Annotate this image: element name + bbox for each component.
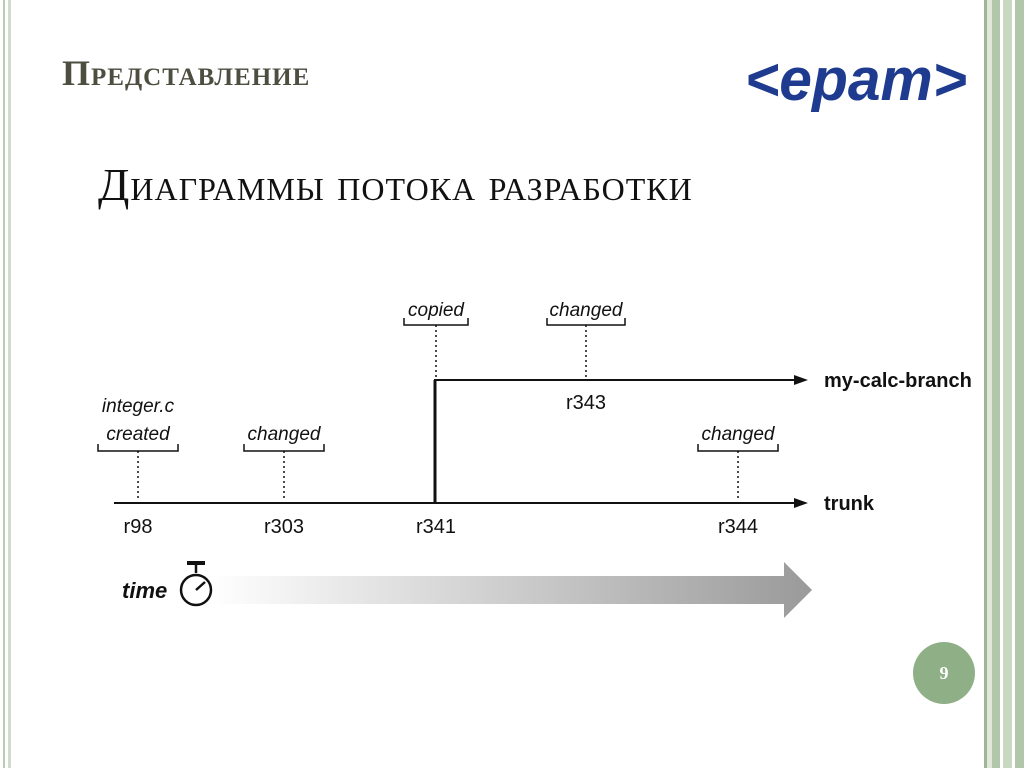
event-label-line: changed xyxy=(702,424,776,445)
event-label-line: changed xyxy=(550,300,624,321)
left-frame-border xyxy=(0,0,11,768)
branch-line xyxy=(433,375,808,503)
page-number-badge: 9 xyxy=(913,642,975,704)
event-bracket xyxy=(97,444,179,452)
trunk-label: trunk xyxy=(824,493,875,515)
revision-label: r98 xyxy=(124,516,153,538)
event-bracket xyxy=(243,444,325,452)
svg-text:<epam>: <epam> xyxy=(745,52,967,112)
branch-label: my-calc-branch xyxy=(824,370,972,392)
event-label-line: changed xyxy=(248,424,322,445)
right-frame-border xyxy=(978,0,1024,768)
event-bracket xyxy=(697,444,779,452)
event-r303: changed r303 xyxy=(243,424,325,538)
time-label: time xyxy=(122,578,167,603)
event-label-line: integer.c xyxy=(102,396,175,417)
slide-subtitle: Диаграммы потока разработки xyxy=(98,159,693,210)
trunk-arrowhead xyxy=(794,498,808,508)
revision-label: r341 xyxy=(416,516,456,538)
event-r341: copied r341 xyxy=(403,300,469,538)
event-label-line: copied xyxy=(408,300,465,321)
event-label-line: created xyxy=(106,424,171,445)
event-r98: integer.c created r98 xyxy=(97,396,179,538)
time-arrow xyxy=(210,562,812,618)
trunk-line xyxy=(114,498,808,508)
event-r344: changed r344 xyxy=(697,424,779,538)
slide-title: Представление xyxy=(62,53,311,93)
revision-label: r344 xyxy=(718,516,758,538)
revision-label: r343 xyxy=(566,392,606,414)
event-r343: changed r343 xyxy=(546,300,626,414)
stopwatch-icon xyxy=(179,561,213,607)
epam-logo: <epam> xyxy=(745,52,967,112)
revision-label: r303 xyxy=(264,516,304,538)
branch-arrowhead xyxy=(794,375,808,385)
